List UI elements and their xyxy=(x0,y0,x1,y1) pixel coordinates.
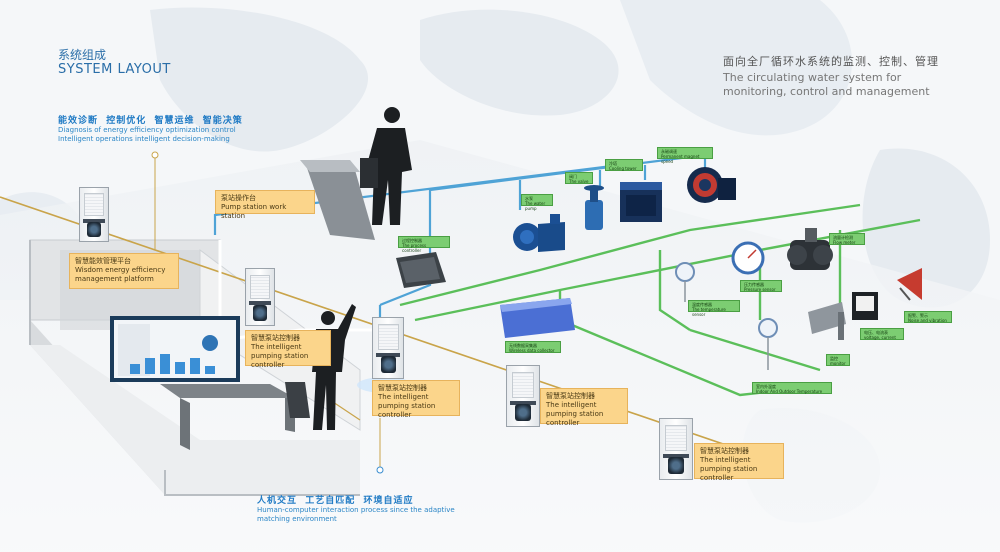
label-ctrl-en: The intelligent pumping station controll… xyxy=(378,393,436,419)
device-cn: 流量计检测 xyxy=(833,235,853,240)
label-controller: 智慧泵站控制器 The intelligent pumping station … xyxy=(245,330,331,369)
features-top: 能效诊断 控制优化 智慧运维 智能决策 Diagnosis of energy … xyxy=(58,113,318,144)
label-controller: 智慧泵站控制器 The intelligent pumping station … xyxy=(372,380,460,419)
operator-figure xyxy=(360,107,412,225)
label-voltage: 电压、电流表 voltage, current xyxy=(860,328,904,340)
label-temperature: 温度传感器 The temperature sensor xyxy=(688,300,740,317)
device-cn: 无线数据采集器 xyxy=(509,343,537,348)
device-cn: 电压、电流表 xyxy=(864,330,888,335)
label-controller: 智慧泵站控制器 The intelligent pumping station … xyxy=(540,388,628,427)
server-cabinet xyxy=(79,187,109,242)
device-en: The process controller xyxy=(402,243,427,253)
device-cn: 冷塔 xyxy=(609,161,617,166)
device-en: monitor xyxy=(830,361,846,366)
label-pump-ws-cn: 泵站操作台 xyxy=(221,194,256,202)
label-pump-ws-en: Pump station work station xyxy=(221,203,287,220)
device-en: voltage, current xyxy=(864,335,896,340)
title-cn: 系统组成 xyxy=(58,48,107,62)
label-ctrl-en: The intelligent pumping station controll… xyxy=(546,401,604,427)
features-bottom-en-2: matching environment xyxy=(257,515,337,523)
label-pressure: 压力传感器 Pressure sensor xyxy=(740,280,782,292)
label-monitor: 监控 monitor xyxy=(826,354,850,366)
server-cabinet xyxy=(659,418,693,480)
device-en: Noise and vibration xyxy=(908,318,947,323)
device-cn: 压力传感器 xyxy=(744,282,764,287)
server-cabinet xyxy=(245,268,275,326)
device-cn: 监控 xyxy=(830,356,838,361)
features-top-cn: 能效诊断 控制优化 智慧运维 智能决策 xyxy=(58,116,243,126)
features-bottom-en-1: Human-computer interaction process since… xyxy=(257,506,455,514)
label-ctrl-cn: 智慧泵站控制器 xyxy=(546,392,595,400)
device-en: Wireless data collector xyxy=(509,348,555,353)
device-cn: 过程控制器 xyxy=(402,238,422,243)
device-en: Pressure sensor xyxy=(744,287,776,292)
device-cn: 报警、警示 xyxy=(908,313,928,318)
device-en: Cooling tower xyxy=(609,166,637,171)
features-bottom-cn: 人机交互 工艺自匹配 环境自适应 xyxy=(257,496,414,506)
label-wisdom-en: Wisdom energy efficiency management plat… xyxy=(75,266,166,283)
device-cn: 永磁调速 xyxy=(661,149,677,154)
label-valve: 阀门 The valve xyxy=(565,172,593,184)
server-cabinet xyxy=(372,317,404,379)
label-process-controller: 过程控制器 The process controller xyxy=(398,236,450,253)
label-cooling-tower: 冷塔 Cooling tower xyxy=(605,159,643,171)
device-en: Flow meter xyxy=(833,240,856,245)
features-top-en-1: Diagnosis of energy efficiency optimizat… xyxy=(58,126,236,134)
title-en: SYSTEM LAYOUT xyxy=(58,62,171,77)
label-ctrl-cn: 智慧泵站控制器 xyxy=(251,334,300,342)
label-ctrl-en: The intelligent pumping station controll… xyxy=(700,456,758,482)
features-bottom: 人机交互 工艺自匹配 环境自适应 Human-computer interact… xyxy=(257,493,517,524)
label-ctrl-cn: 智慧泵站控制器 xyxy=(378,384,427,392)
device-en: The valve xyxy=(569,179,589,184)
label-water-pump: 水泵 The water pump xyxy=(521,194,553,211)
label-flow-meter: 流量计检测 Flow meter xyxy=(829,233,865,245)
label-magnet-speed: 永磁调速 Permanent magnet speed xyxy=(657,147,713,164)
device-en: Indoor And Outdoor Temperature xyxy=(756,389,823,394)
subtitle-en: The circulating water system for monitor… xyxy=(723,71,930,98)
device-cn: 水泵 xyxy=(525,196,533,201)
device-cn: 室内外温度 xyxy=(756,384,776,389)
label-ctrl-en: The intelligent pumping station controll… xyxy=(251,343,309,369)
label-wisdom-platform: 智慧能效管理平台 Wisdom energy efficiency manage… xyxy=(69,253,179,289)
subtitle-cn: 面向全厂循环水系统的监测、控制、管理 xyxy=(723,55,939,68)
device-en: Permanent magnet speed xyxy=(661,154,700,164)
label-wireless: 无线数据采集器 Wireless data collector xyxy=(505,341,561,353)
label-alarm: 报警、警示 Noise and vibration xyxy=(904,311,952,323)
label-wisdom-cn: 智慧能效管理平台 xyxy=(75,257,131,265)
device-cn: 阀门 xyxy=(569,174,577,179)
label-controller: 智慧泵站控制器 The intelligent pumping station … xyxy=(694,443,784,482)
device-en: The temperature sensor xyxy=(692,307,726,317)
device-en: The water pump xyxy=(525,201,546,211)
features-top-en-2: Intelligent operations intelligent decis… xyxy=(58,135,230,143)
server-cabinet xyxy=(506,365,540,427)
label-indoor-temp: 室内外温度 Indoor And Outdoor Temperature xyxy=(752,382,832,394)
device-cn: 温度传感器 xyxy=(692,302,712,307)
label-pump-workstation: 泵站操作台 Pump station work station xyxy=(215,190,315,220)
label-ctrl-cn: 智慧泵站控制器 xyxy=(700,447,749,455)
